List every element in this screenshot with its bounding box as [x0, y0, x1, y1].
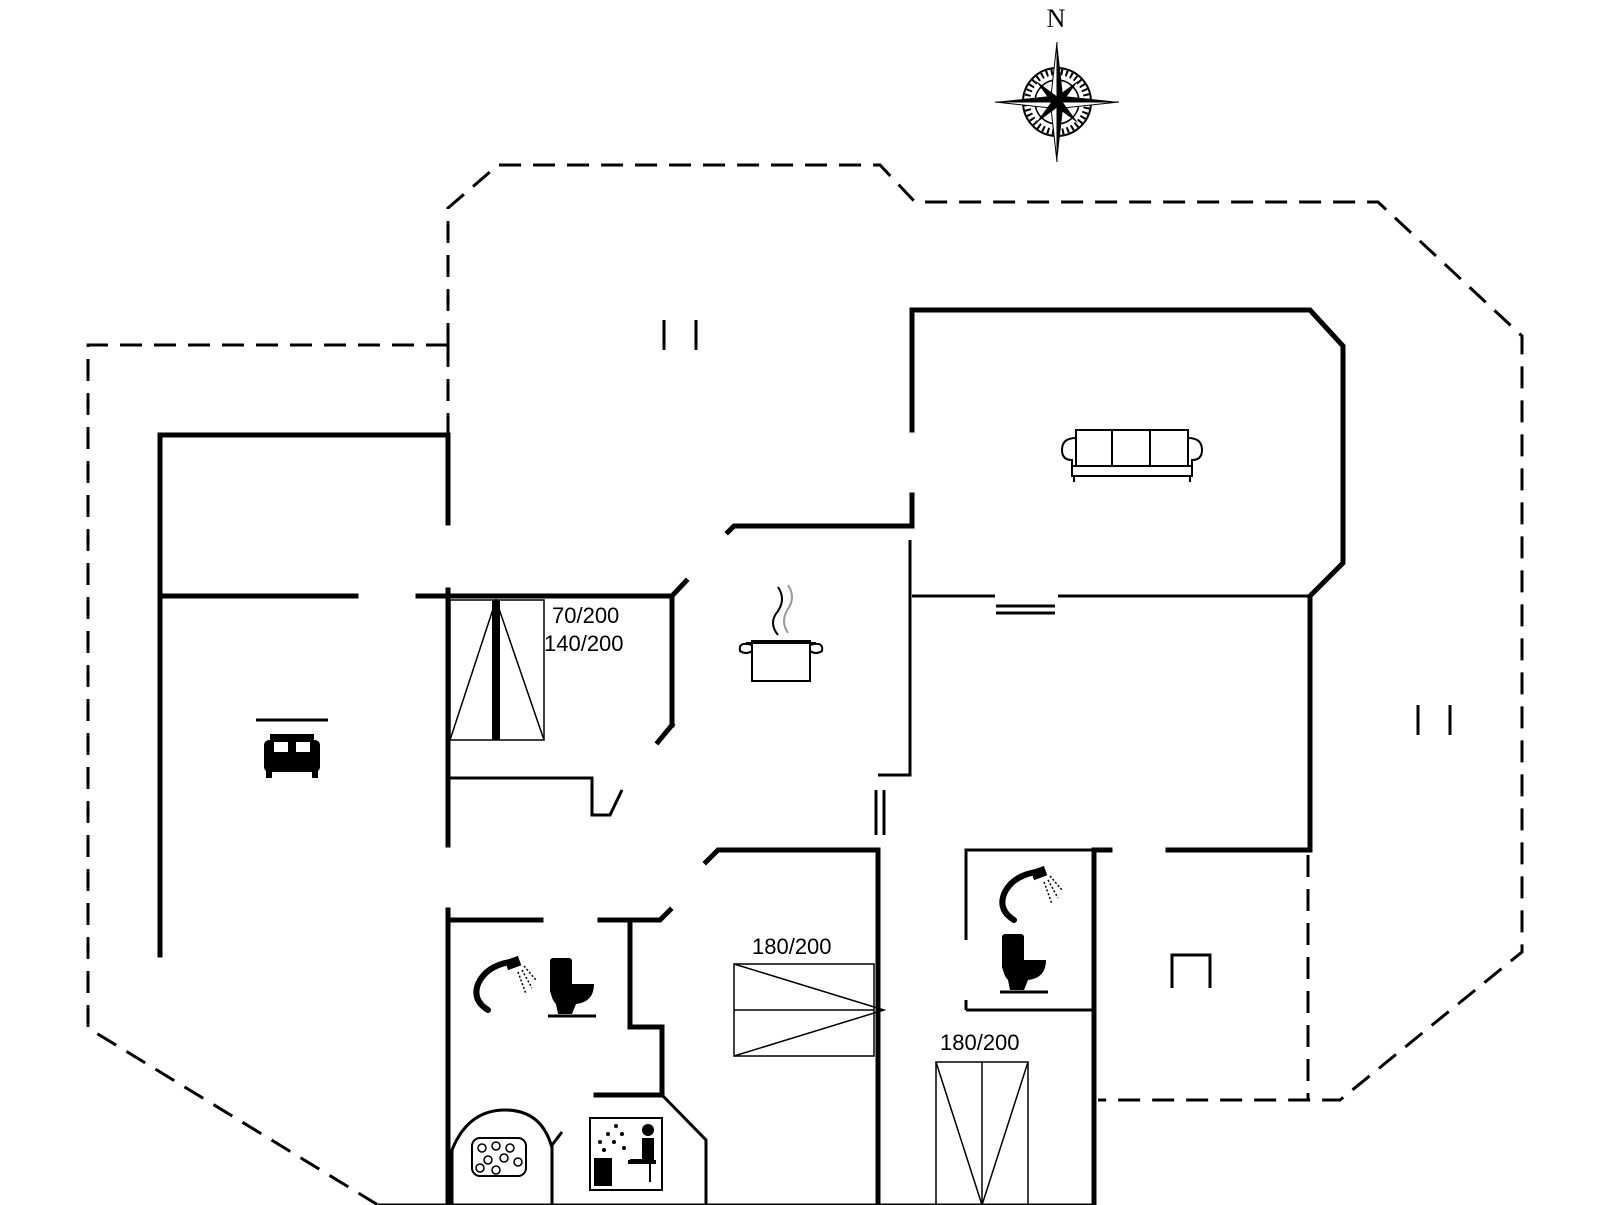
- compass-rose-icon: N: [994, 4, 1120, 163]
- door-marker-icon: [1170, 953, 1212, 988]
- whirlpool-icon: [450, 1108, 554, 1205]
- double-bed-1: 180/200: [733, 934, 887, 1057]
- bed-size-label-bunk-top: 70/200: [552, 603, 619, 628]
- sofa-icon: [1060, 429, 1204, 482]
- shower-icon: [999, 865, 1063, 923]
- double-bed-2: 180/200: [935, 1030, 1029, 1205]
- bed-size-label-bunk-bottom: 140/200: [544, 631, 624, 656]
- toilet-icon: [1000, 934, 1048, 994]
- walls: [157, 307, 1452, 1205]
- sauna-icon: [589, 1117, 663, 1191]
- terrace-outline: [86, 163, 1524, 1205]
- bed-icon: [256, 718, 328, 778]
- cooking-pot-icon: [738, 584, 824, 682]
- shower-icon: [473, 955, 537, 1013]
- bed-size-label-double-2: 180/200: [940, 1030, 1020, 1055]
- bunk-bed: 70/200 140/200: [449, 597, 624, 741]
- bed-size-label-double-1: 180/200: [752, 934, 832, 959]
- north-label: N: [1047, 4, 1066, 33]
- toilet-icon: [548, 958, 596, 1018]
